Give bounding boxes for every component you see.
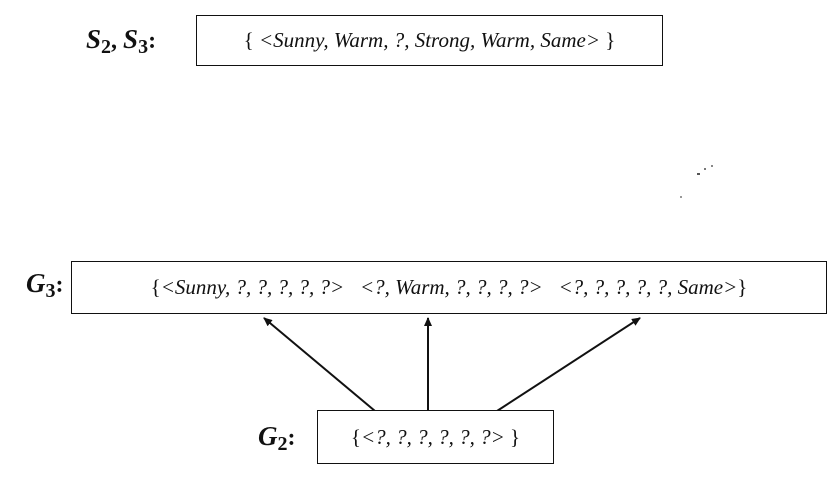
s-close-brace: } (600, 28, 616, 52)
s-subscript-3: 3 (138, 36, 149, 58)
g3-hypothesis-1: <Sunny, ?, ?, ?, ?, ?> (160, 275, 345, 299)
scan-speck (680, 196, 682, 198)
arrow-left (263, 317, 376, 412)
s-open-brace: { (243, 28, 259, 52)
arrow-right (496, 317, 641, 412)
s-symbol-2: S (123, 24, 139, 54)
s-separator: , (111, 28, 124, 54)
s-boundary-label: S2, S3: (86, 24, 157, 58)
g2-close-brace: } (504, 424, 521, 449)
g3-close-brace: } (737, 275, 748, 299)
s-symbol: S (86, 24, 102, 54)
g3-hypothesis-2: <?, Warm, ?, ?, ?, ?> (359, 275, 543, 299)
scan-speck (711, 165, 713, 167)
g3-open-brace: { (150, 275, 161, 299)
g2-open-brace: { (350, 424, 361, 449)
g3-colon: : (55, 272, 64, 298)
s-subscript-2: 2 (101, 36, 112, 58)
g2-boundary-label: G2: (258, 421, 296, 455)
g2-colon: : (287, 425, 296, 451)
g3-hypothesis-3: <?, ?, ?, ?, ?, Same> (558, 275, 738, 299)
g2-symbol: G (258, 421, 278, 451)
g3-boundary-label: G3: (26, 268, 64, 302)
g3-boundary-box: {<Sunny, ?, ?, ?, ?, ?> <?, Warm, ?, ?, … (71, 261, 827, 314)
g3-subscript: 3 (45, 280, 56, 302)
g2-hypothesis: <?, ?, ?, ?, ?, ?> (360, 424, 505, 449)
s-hypothesis: <Sunny, Warm, ?, Strong, Warm, Same> (258, 28, 601, 52)
g3-symbol: G (26, 268, 46, 298)
scan-speck (697, 173, 700, 175)
s-colon: : (148, 28, 157, 54)
g2-boundary-box: {<?, ?, ?, ?, ?, ?> } (317, 410, 554, 464)
g2-subscript: 2 (277, 433, 288, 455)
s-boundary-box: { <Sunny, Warm, ?, Strong, Warm, Same> } (196, 15, 663, 66)
scan-speck (704, 168, 706, 170)
